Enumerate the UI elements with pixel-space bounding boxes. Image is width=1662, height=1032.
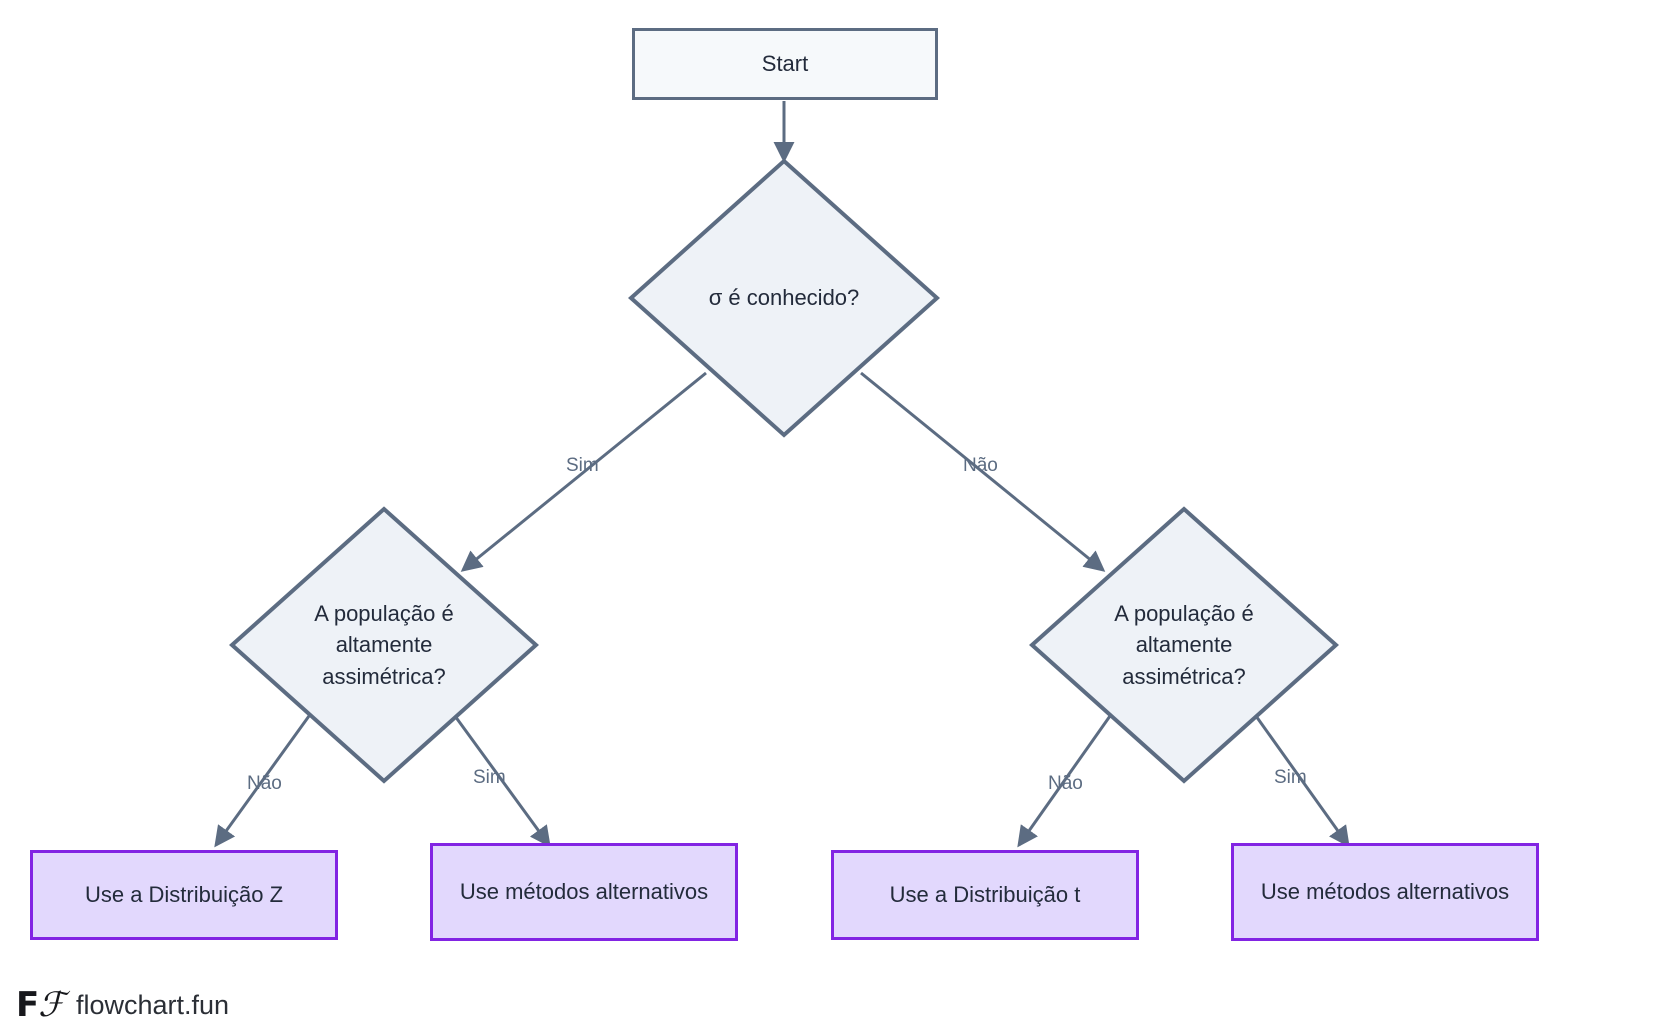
node-sigma-conhecido[interactable]: σ é conhecido? — [628, 158, 940, 438]
edge-label-skew-left-sim: Sim — [473, 767, 506, 789]
logo-letter-primary: F — [16, 985, 39, 1025]
flowchart-fun-wordmark: flowchart.fun — [75, 989, 230, 1020]
diamond-shape — [628, 158, 940, 438]
edge-label-skew-right-sim: Sim — [1274, 767, 1307, 789]
edge-skew-left-to-alt-left — [453, 715, 551, 848]
edge-label-text: Sim — [473, 767, 506, 788]
edge-label-skew-left-nao: Não — [247, 773, 282, 795]
edge-label-text: Sim — [566, 455, 599, 476]
node-use-metodos-alternativos-right[interactable]: Use métodos alternativos — [1231, 843, 1539, 941]
edge-label-sigma-nao: Não — [963, 455, 998, 477]
edge-label-skew-right-nao: Não — [1048, 773, 1083, 795]
edge-skew-right-to-dist-t — [1017, 715, 1112, 848]
diamond-shape — [1029, 506, 1339, 784]
edge-label-text: Não — [1048, 773, 1083, 794]
node-use-distribuicao-t-label: Use a Distribuição t — [889, 882, 1081, 908]
node-use-metodos-alternativos-left[interactable]: Use métodos alternativos — [430, 843, 738, 941]
edge-label-text: Não — [247, 773, 282, 794]
flowchart-fun-watermark[interactable]: Fℱ flowchart.fun — [16, 988, 229, 1022]
diamond-shape — [229, 506, 539, 784]
node-use-metodos-alternativos-right-label: Use métodos alternativos — [1260, 879, 1510, 905]
edge-label-text: Sim — [1274, 767, 1307, 788]
node-skew-left[interactable]: A população é altamente assimétrica? — [229, 506, 539, 784]
node-start[interactable]: Start — [632, 28, 938, 100]
edge-sigma-to-skew-right — [860, 371, 1106, 572]
node-use-distribuicao-t[interactable]: Use a Distribuição t — [831, 850, 1139, 940]
edge-label-text: Não — [963, 455, 998, 476]
node-skew-right[interactable]: A população é altamente assimétrica? — [1029, 506, 1339, 784]
edge-skew-right-to-alt-right — [1254, 715, 1350, 848]
flowchart-fun-logo-icon: Fℱ — [16, 985, 65, 1025]
edge-label-sigma-sim: Sim — [566, 455, 599, 477]
edge-sigma-to-skew-left — [460, 371, 707, 572]
node-use-metodos-alternativos-left-label: Use métodos alternativos — [459, 879, 709, 905]
edge-skew-left-to-dist-z — [214, 715, 311, 848]
node-use-distribuicao-z[interactable]: Use a Distribuição Z — [30, 850, 338, 940]
node-start-label: Start — [761, 51, 809, 77]
logo-letter-secondary: ℱ — [38, 985, 65, 1025]
node-use-distribuicao-z-label: Use a Distribuição Z — [84, 882, 284, 908]
